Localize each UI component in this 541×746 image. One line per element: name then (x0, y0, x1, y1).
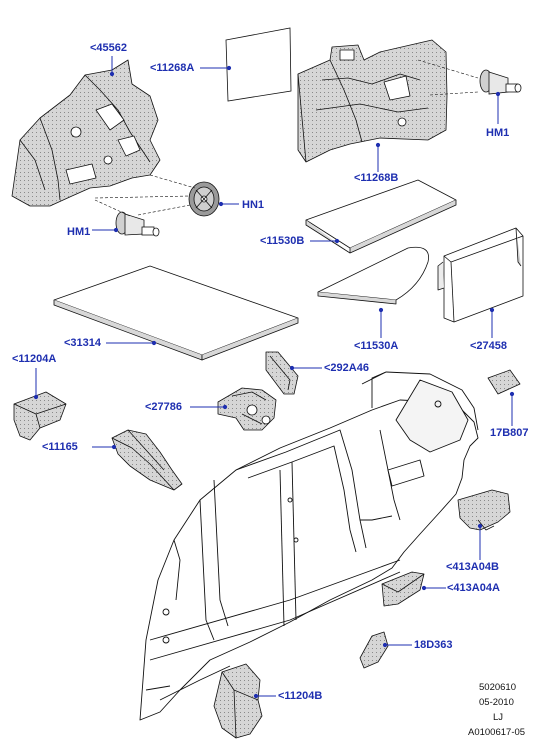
footer-code: 5020610 (479, 682, 516, 693)
fixing-dashed-lines (94, 59, 479, 217)
part-11268B-insulation (297, 39, 448, 163)
part-11165-duct (111, 429, 183, 491)
label-11204A[interactable]: <11204A (12, 353, 57, 365)
label-11530B[interactable]: <11530B (260, 235, 305, 247)
label-hm1-right[interactable]: HM1 (486, 127, 510, 139)
part-18D363-bracket (359, 631, 389, 669)
label-27458[interactable]: <27458 (470, 340, 508, 352)
clip-hm1-right (479, 69, 522, 95)
label-413A04A[interactable]: <413A04A (447, 582, 500, 594)
footer-date: 05-2010 (479, 697, 514, 708)
part-11268A-pad (225, 27, 292, 102)
label-11268B[interactable]: <11268B (354, 172, 399, 184)
label-11530A[interactable]: <11530A (354, 340, 399, 352)
part-27458-panel (437, 227, 524, 323)
leader-lines (33, 56, 515, 699)
footer-reference: A0100617-05 (468, 727, 526, 738)
label-hm1-left[interactable]: HM1 (67, 226, 91, 238)
clip-hn1-nut (188, 181, 220, 217)
part-413A04B-panel (457, 489, 511, 531)
label-17B807[interactable]: 17B807 (490, 427, 529, 439)
part-17B807-pad (487, 369, 521, 395)
part-292A46-lamp (265, 351, 299, 395)
part-body-side-panel (139, 371, 479, 721)
part-31314-board (53, 265, 299, 361)
footer-initials: LJ (493, 712, 504, 723)
label-292A46[interactable]: <292A46 (324, 362, 369, 374)
label-11165[interactable]: <11165 (42, 441, 78, 453)
part-27786-latch (217, 387, 277, 431)
label-45562[interactable]: <45562 (90, 42, 128, 54)
part-413A04A-bracket (381, 571, 425, 607)
part-11204B-bracket (213, 663, 263, 739)
part-11530A-board (317, 246, 429, 305)
label-hn1[interactable]: HN1 (242, 199, 265, 211)
part-11530B-board (305, 179, 457, 254)
label-27786[interactable]: <27786 (145, 401, 183, 413)
label-18D363[interactable]: 18D363 (414, 639, 453, 651)
part-11204A-bracket (13, 391, 67, 441)
label-11268A[interactable]: <11268A (150, 62, 195, 74)
clip-hm1-left (115, 211, 160, 237)
label-11204B[interactable]: <11204B (278, 690, 323, 702)
label-31314[interactable]: <31314 (64, 337, 102, 349)
part-45562-wheelarch-panel (11, 59, 161, 207)
label-413A04B[interactable]: <413A04B (446, 561, 499, 573)
